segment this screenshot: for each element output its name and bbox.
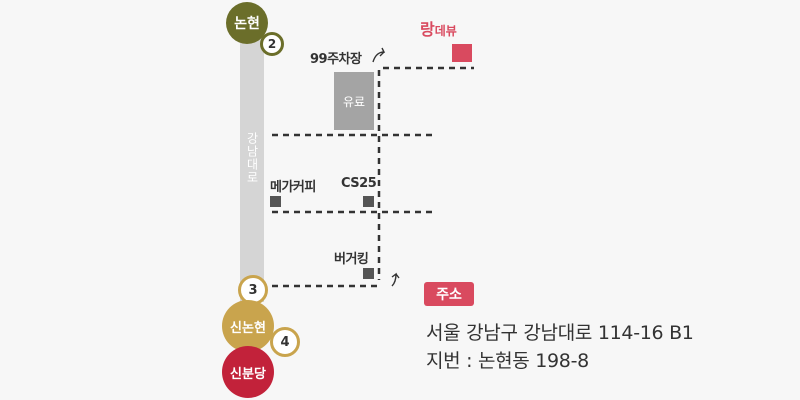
station-sinnonhyeon-exit-upper: 3 (248, 282, 258, 298)
station-sinnonhyeon-label: 신논현 (230, 320, 266, 336)
station-sinnonhyeon-exit-lower-badge: 4 (270, 327, 300, 357)
station-nonhyeon-label: 논현 (234, 16, 260, 32)
burger-king-marker-icon (363, 268, 374, 279)
station-sinbundang-label: 신분당 (230, 366, 266, 382)
cs25-label: CS25 (341, 176, 377, 191)
main-road (240, 22, 264, 302)
road-address: 서울 강남구 강남대로 114-16 B1 (426, 322, 694, 344)
destination-name-main: 랑 (420, 20, 435, 39)
parking-lot-marker-text: 유료 (342, 94, 366, 109)
address-title: 주소 (436, 287, 462, 303)
station-sinnonhyeon: 신논현 (222, 300, 274, 352)
lot-address: 지번 : 논현동 198-8 (426, 350, 589, 372)
station-nonhyeon-exit: 2 (267, 37, 277, 51)
station-nonhyeon-exit-badge: 2 (260, 32, 284, 56)
parking-lot-label: 99주차장 (310, 52, 362, 67)
station-sinnonhyeon-exit-lower: 4 (280, 334, 290, 350)
turn-arrow-bottom-icon (391, 272, 400, 287)
station-sinbundang: 신분당 (222, 346, 274, 398)
parking-lot-marker: 유료 (334, 72, 374, 130)
main-road-label: 강남대로 (245, 132, 259, 184)
cs25-marker-icon (363, 196, 374, 207)
burger-king-label: 버거킹 (334, 252, 369, 267)
address-title-badge: 주소 (424, 282, 474, 306)
mega-coffee-label: 메가커피 (270, 180, 316, 195)
destination-name-sub: 데뷰 (434, 24, 457, 38)
mega-coffee-marker-icon (270, 196, 281, 207)
destination-label: 랑데뷰 (420, 16, 457, 40)
turn-arrow-top-icon (372, 47, 386, 63)
destination-marker-icon (452, 44, 472, 62)
